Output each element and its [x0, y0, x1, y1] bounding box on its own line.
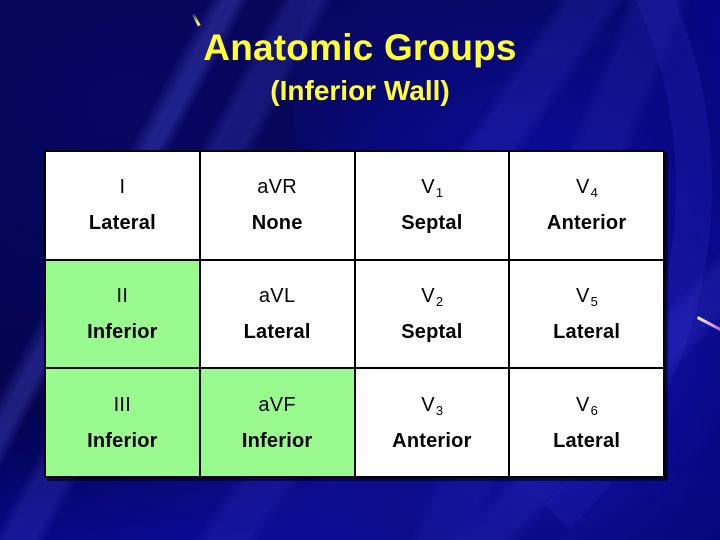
lead-subscript: 3 — [435, 402, 444, 418]
lead-label: II — [116, 284, 129, 307]
region-label: Inferior — [87, 320, 158, 343]
lead-label: aVF — [258, 393, 296, 416]
table-row: I Lateral aVR None V1 Septal V4 Anterior — [44, 150, 665, 261]
background-bottom-band — [0, 470, 720, 540]
region-label: Inferior — [87, 429, 158, 452]
cell-lead-II: II Inferior — [44, 258, 201, 370]
lead-subscript: 6 — [590, 402, 599, 418]
table-row: II Inferior aVL Lateral V2 Septal V5 Lat… — [44, 258, 665, 370]
cell-lead-V3: V3 Anterior — [353, 367, 511, 478]
cell-lead-V1: V1 Septal — [353, 150, 511, 261]
region-label: Septal — [401, 320, 463, 343]
lead-label: V3 — [421, 393, 444, 418]
region-label: None — [251, 212, 303, 235]
table-body: I Lateral aVR None V1 Septal V4 Anterior — [44, 150, 665, 478]
cell-lead-aVL: aVL Lateral — [198, 258, 356, 370]
cell-lead-V2: V2 Septal — [353, 258, 511, 370]
region-label: Septal — [401, 212, 463, 235]
cell-lead-III: III Inferior — [44, 367, 201, 478]
lead-label: aVL — [258, 284, 296, 307]
lead-subscript: 4 — [590, 185, 599, 201]
lead-label: I — [119, 176, 126, 199]
region-label: Lateral — [553, 320, 621, 343]
region-label: Anterior — [392, 429, 472, 452]
cell-lead-V5: V5 Lateral — [508, 258, 665, 370]
lead-label: V5 — [576, 284, 599, 309]
lead-label: V2 — [421, 284, 444, 309]
page-title: Anatomic Groups — [203, 27, 517, 68]
region-label: Inferior — [241, 429, 313, 452]
region-label: Anterior — [546, 212, 627, 235]
anatomic-groups-table: I Lateral aVR None V1 Septal V4 Anterior — [44, 150, 665, 478]
cell-lead-aVR: aVR None — [198, 150, 356, 261]
region-label: Lateral — [88, 212, 156, 235]
cell-lead-I: I Lateral — [44, 150, 201, 261]
lead-label: V4 — [576, 176, 599, 201]
lead-subscript: 1 — [435, 185, 444, 201]
lead-label: III — [113, 393, 132, 416]
cell-lead-aVF: aVF Inferior — [198, 367, 356, 478]
lead-subscript: 5 — [590, 293, 599, 309]
region-label: Lateral — [243, 320, 311, 343]
table-row: III Inferior aVF Inferior V3 Anterior V6… — [44, 367, 665, 478]
lead-subscript: 2 — [435, 293, 444, 309]
cell-lead-V6: V6 Lateral — [508, 367, 665, 478]
page-subtitle: (Inferior Wall) — [270, 75, 450, 106]
lead-label: aVR — [257, 176, 298, 199]
lead-label: V6 — [576, 393, 599, 418]
region-label: Lateral — [553, 429, 621, 452]
lead-label: V1 — [421, 176, 444, 201]
title-block: Anatomic Groups (Inferior Wall) — [0, 26, 720, 108]
cell-lead-V4: V4 Anterior — [508, 150, 665, 261]
